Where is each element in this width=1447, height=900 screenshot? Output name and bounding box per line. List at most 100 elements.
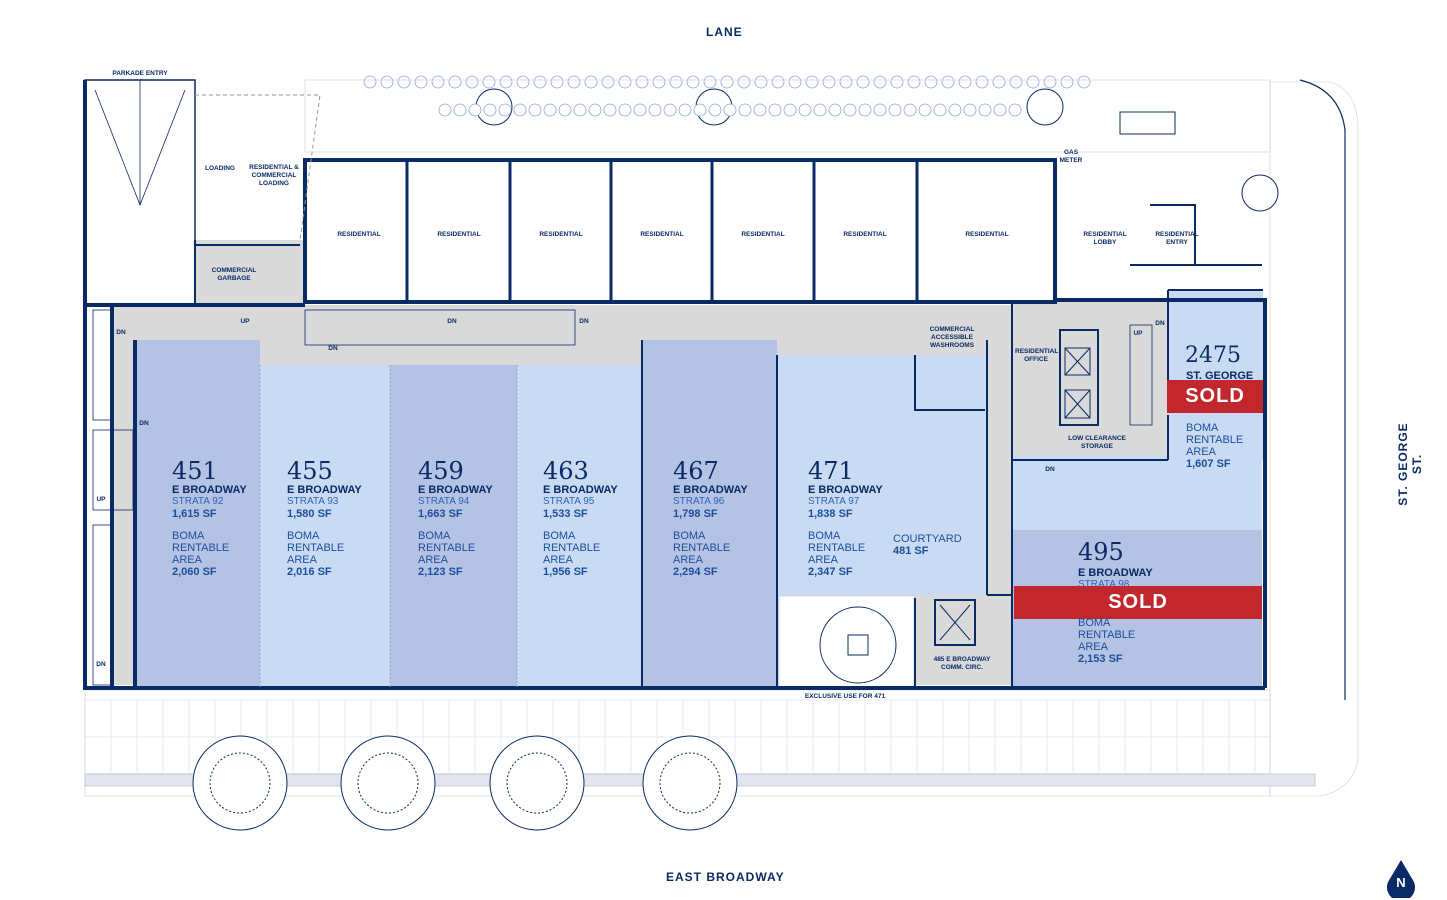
unit-467-rentable: RENTABLE [673, 542, 731, 554]
label-residential-4: RESIDENTIAL [640, 231, 684, 238]
sold-banner-2475: SOLD [1167, 380, 1263, 413]
north-arrow-icon [1387, 860, 1415, 898]
unit-495-street: E BROADWAY [1078, 567, 1153, 579]
unit-471-sf: 1,838 SF [808, 508, 853, 520]
unit-455-boma: BOMA [287, 530, 320, 542]
unit-463-boma-sf: 1,956 SF [543, 566, 588, 578]
unit-471-boma-sf: 2,347 SF [808, 566, 853, 578]
unit-459-sf: 1,663 SF [418, 508, 463, 520]
label-up-2: UP [96, 496, 106, 503]
unit-2475-number: 2475 [1185, 343, 1241, 368]
label-res-comm-loading: RESIDENTIAL & COMMERCIAL LOADING [249, 164, 299, 187]
unit-459-boma-sf: 2,123 SF [418, 566, 463, 578]
unit-451-rentable: RENTABLE [172, 542, 230, 554]
unit-455-boma-sf: 2,016 SF [287, 566, 332, 578]
corridor-loading [195, 240, 305, 305]
unit-495-rentable: RENTABLE [1078, 629, 1136, 641]
unit-463-fill [517, 365, 642, 688]
unit-471-rentable: RENTABLE [808, 542, 866, 554]
unit-455-strata: STRATA 93 [287, 496, 339, 507]
label-parkade-entry: PARKADE ENTRY [112, 70, 168, 77]
courtyard-info: COURTYARD 481 SF [893, 533, 962, 557]
label-up-3: UP [1133, 330, 1143, 337]
label-dn-8: DN [96, 661, 106, 668]
unit-459-fill [390, 365, 517, 688]
label-dn-4: DN [447, 318, 457, 325]
unit-467-boma-sf: 2,294 SF [673, 566, 718, 578]
label-dn-2: DN [139, 420, 149, 427]
unit-459-street: E BROADWAY [418, 484, 493, 496]
label-residential-1: RESIDENTIAL [337, 231, 381, 238]
label-dn-3: DN [328, 345, 338, 352]
unit-455-area: AREA [287, 554, 317, 566]
unit-451-area: AREA [172, 554, 202, 566]
interior-walls [194, 204, 1263, 688]
unit-2475-rentable: RENTABLE [1186, 434, 1244, 446]
unit-463-number: 463 [543, 457, 589, 485]
label-residential-entry: RESIDENTIAL ENTRY [1155, 231, 1199, 246]
unit-2475-street-text: ST. GEORGE [1186, 370, 1254, 382]
unit-463-strata: STRATA 95 [543, 496, 595, 507]
unit-495-boma: BOMA [1078, 617, 1111, 629]
label-dn-5: DN [579, 318, 589, 325]
north-label: N [1396, 875, 1406, 890]
unit-463-street: E BROADWAY [543, 484, 618, 496]
unit-467-area: AREA [673, 554, 703, 566]
label-up-1: UP [240, 318, 250, 325]
unit-467-number: 467 [673, 457, 719, 485]
unit-2475-area: AREA [1186, 446, 1216, 458]
unit-459-strata: STRATA 94 [418, 496, 470, 507]
sidewalk-east [1269, 81, 1359, 797]
stairs [92, 309, 1153, 686]
unit-495-sf: 2,153 SF [1078, 653, 1123, 665]
unit-467-street: E BROADWAY [673, 484, 748, 496]
unit-463-boma: BOMA [543, 530, 576, 542]
unit-451-street: E BROADWAY [172, 484, 247, 496]
unit-451-number: 451 [172, 457, 218, 485]
unit-459-number: 459 [418, 457, 464, 485]
label-residential-5: RESIDENTIAL [741, 231, 785, 238]
unit-455-sf: 1,580 SF [287, 508, 332, 520]
residential-units [303, 158, 1057, 304]
street-east-broadway: EAST BROADWAY [666, 870, 785, 884]
label-gas-meter: GAS METER [1059, 149, 1083, 164]
label-residential-2: RESIDENTIAL [437, 231, 481, 238]
sold-banner-495: SOLD [1014, 586, 1262, 619]
label-residential-3: RESIDENTIAL [539, 231, 583, 238]
parkade-ramp [84, 79, 196, 306]
label-dn-7: DN [1155, 320, 1165, 327]
label-dn-1: DN [116, 329, 126, 336]
label-commercial-garbage: COMMERCIAL GARBAGE [211, 267, 257, 282]
street-lane: LANE [706, 25, 743, 39]
corridor-east [1012, 300, 1177, 460]
unit-459-rentable: RENTABLE [418, 542, 476, 554]
label-comm-circ: 485 E BROADWAY COMM. CIRC. [933, 656, 991, 671]
unit-2475-street: ST. GEORGE [1186, 370, 1253, 382]
unit-463-area: AREA [543, 554, 573, 566]
unit-2475-fill [1168, 290, 1263, 460]
elevator-icon [939, 347, 1091, 641]
unit-495-head: E BROADWAY STRATA 98 [1078, 567, 1153, 591]
label-residential-7: RESIDENTIAL [965, 231, 1009, 238]
unit-467-sf: 1,798 SF [673, 508, 718, 520]
unit-459-area: AREA [418, 554, 448, 566]
unit-463-sf: 1,533 SF [543, 508, 588, 520]
label-low-clearance: LOW CLEARANCE STORAGE [1068, 435, 1126, 450]
unit-2475-info: BOMA RENTABLE AREA 1,607 SF [1186, 422, 1243, 470]
unit-451-boma: BOMA [172, 530, 205, 542]
unit-451-boma-sf: 2,060 SF [172, 566, 217, 578]
unit-471-number: 471 [808, 457, 854, 485]
unit-463-rentable: RENTABLE [543, 542, 601, 554]
unit-495-strata: STRATA 98 [1078, 579, 1130, 590]
unit-495-info: BOMA RENTABLE AREA 2,153 SF [1078, 617, 1135, 665]
unit-471-boma: BOMA [808, 530, 841, 542]
unit-2475-sf: 1,607 SF [1186, 458, 1231, 470]
label-dn-6: DN [1045, 466, 1055, 473]
unit-459-boma: BOMA [418, 530, 451, 542]
street-trees [192, 735, 738, 831]
unit-467-boma: BOMA [673, 530, 706, 542]
unit-495-area: AREA [1078, 641, 1108, 653]
